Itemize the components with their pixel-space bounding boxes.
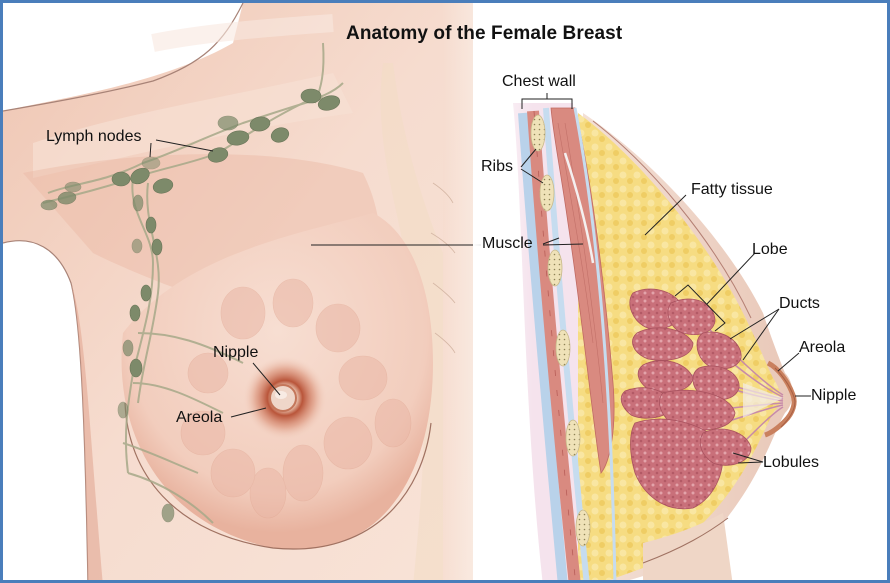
label-lobules: Lobules: [763, 454, 820, 471]
label-lymph-nodes: Lymph nodes: [46, 128, 142, 145]
diagram-title: Anatomy of the Female Breast: [346, 23, 623, 44]
label-lobe: Lobe: [752, 241, 788, 258]
label-ribs: Ribs: [481, 158, 514, 175]
side-view-illustration: [473, 93, 811, 580]
label-muscle: Muscle: [482, 235, 533, 252]
label-front-nipple: Nipple: [213, 344, 259, 361]
label-side-areola: Areola: [799, 339, 846, 356]
label-chest-wall: Chest wall: [502, 73, 576, 90]
label-side-nipple: Nipple: [811, 387, 857, 404]
label-fatty-tissue: Fatty tissue: [691, 181, 773, 198]
breast-anatomy-illustration: [3, 3, 811, 580]
front-view-illustration: [3, 3, 481, 580]
label-front-areola: Areola: [176, 409, 223, 426]
label-ducts: Ducts: [779, 295, 820, 312]
